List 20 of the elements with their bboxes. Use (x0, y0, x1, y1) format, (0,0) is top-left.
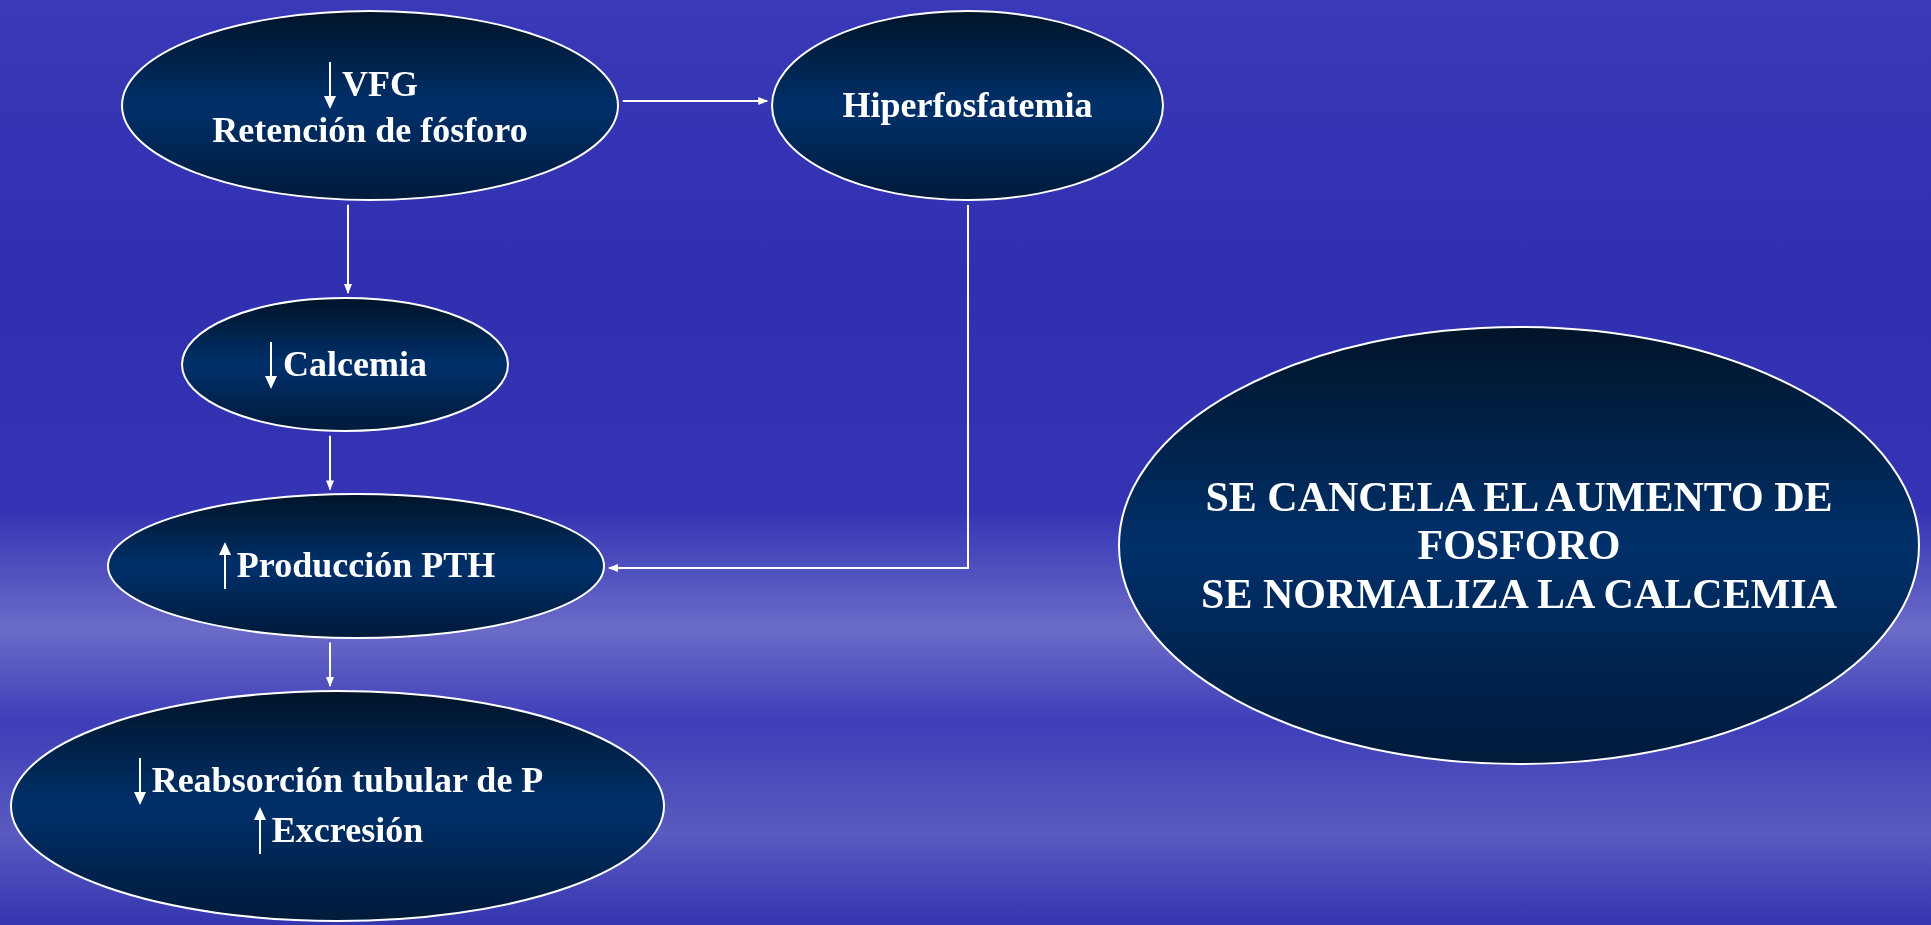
node-text: Calcemia (283, 343, 427, 386)
node-text: SE CANCELA EL AUMENTO DE FOSFORO (1204, 473, 1834, 570)
ellipse-node (121, 10, 619, 201)
node-text: Hiperfosfatemia (842, 84, 1093, 127)
arrow (607, 204, 969, 572)
arrow (621, 97, 769, 105)
arrow (326, 434, 334, 491)
node-text: Reabsorción tubular de P (151, 760, 544, 802)
node-text: Retención de fósforo (212, 109, 528, 152)
ellipse-node (1118, 326, 1920, 765)
node-text: Excresión (271, 810, 424, 852)
node-text: VFG (342, 64, 418, 106)
arrow (344, 203, 352, 294)
ellipse-node (107, 493, 605, 639)
ellipse-node (10, 690, 665, 922)
ellipse-node (181, 297, 509, 432)
node-text: Producción PTH (236, 545, 496, 587)
ellipse-node (771, 10, 1164, 201)
arrow (326, 641, 334, 688)
node-text: SE NORMALIZA LA CALCEMIA (1201, 569, 1837, 618)
